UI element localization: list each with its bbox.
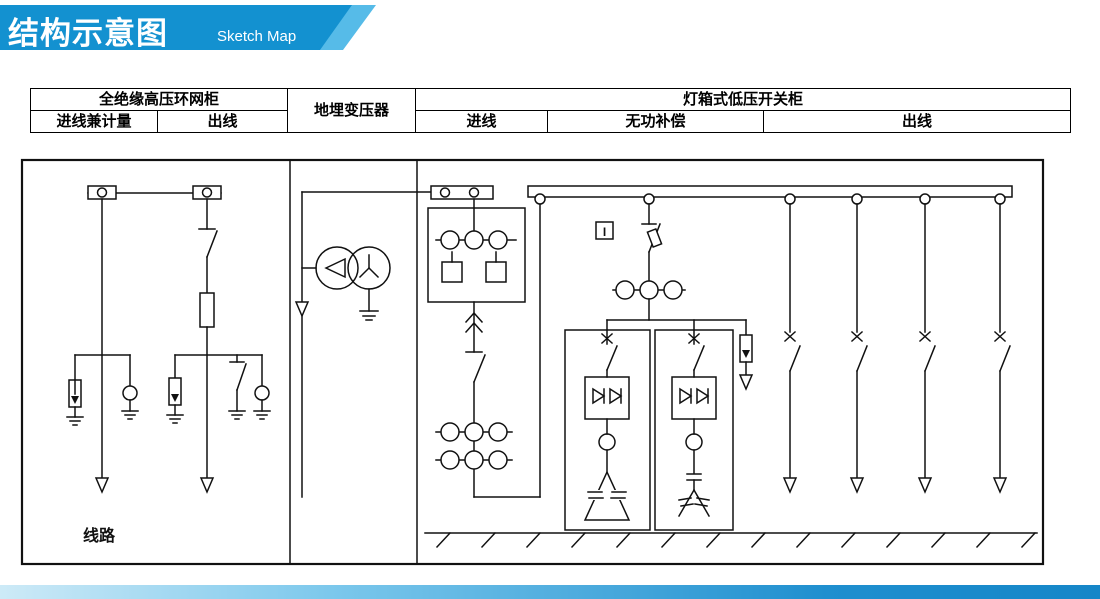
ct-icon <box>440 422 460 442</box>
lv-switchgear <box>424 185 1038 549</box>
switch-blade-icon <box>999 345 1011 372</box>
cable-arrow-icon <box>992 477 1008 494</box>
pt-icon <box>122 385 138 401</box>
table-cell-lv-outgoing: 出线 <box>763 110 1072 133</box>
ct-icon <box>440 450 460 470</box>
cable-arrow-icon <box>294 301 310 318</box>
title-banner: 结构示意图 Sketch Map <box>0 5 420 51</box>
switch-blade-icon <box>606 345 618 371</box>
table-cell-transformer: 地埋变压器 <box>287 88 417 133</box>
ground-icon <box>166 414 184 424</box>
table-cell-hv-incoming-metering: 进线兼计量 <box>30 110 158 133</box>
indicator-box <box>595 221 614 240</box>
thyristor-module-icon <box>584 376 630 420</box>
switch-blade-icon <box>206 230 218 258</box>
table-cell-lv-cabinet: 灯箱式低压开关柜 <box>415 88 1072 111</box>
thyristor-module-icon <box>671 376 717 420</box>
hv-outgoing-feeder <box>166 198 271 494</box>
table-cell-hv-outgoing: 出线 <box>156 110 289 133</box>
fuse-icon <box>199 292 215 328</box>
surge-arrester-icon <box>68 379 82 408</box>
cabinet-header-table: 全绝缘高压环网柜 地埋变压器 灯箱式低压开关柜 进线兼计量 出线 进线 无功补偿… <box>29 88 1072 133</box>
line-label: 线路 <box>83 526 116 545</box>
ground-icon <box>66 416 84 426</box>
table-cell-lv-incoming: 进线 <box>415 110 549 133</box>
switch-blade-icon <box>693 345 705 371</box>
outgoing-feeder <box>992 203 1011 494</box>
switch-blade-icon <box>789 345 801 372</box>
outgoing-feeder <box>849 203 868 494</box>
lv-incoming-metering <box>427 185 541 498</box>
metering-box <box>427 207 526 303</box>
capacitor-bank-wye <box>654 329 734 531</box>
pt-icon <box>254 385 270 401</box>
ct-icon <box>464 230 484 250</box>
cabinet-outline <box>20 158 1045 566</box>
ct-icon <box>488 422 508 442</box>
compensation-feeder <box>564 203 754 531</box>
hv-incoming-feeder <box>66 198 139 494</box>
hv-busbar <box>87 185 222 200</box>
table-row-groups: 全绝缘高压环网柜 地埋变压器 灯箱式低压开关柜 <box>29 88 1072 133</box>
lv-main-busbar <box>527 185 1013 205</box>
capacitor-bank-delta <box>564 329 651 531</box>
ct-icon <box>440 230 460 250</box>
ground-bar <box>424 531 1038 549</box>
ct-icon <box>615 280 635 300</box>
table-cell-hv-cabinet: 全绝缘高压环网柜 <box>29 88 289 111</box>
switch-blade-icon <box>856 345 868 372</box>
ct-icon <box>488 230 508 250</box>
surge-arrester-icon <box>739 334 753 363</box>
contactor-icon <box>685 433 703 451</box>
surge-arrester-icon <box>168 377 182 406</box>
ct-icon <box>488 450 508 470</box>
cable-arrow-icon <box>917 477 933 494</box>
page-title: 结构示意图 <box>8 16 168 51</box>
drawout-contact-icon <box>464 311 484 324</box>
ct-icon <box>464 450 484 470</box>
banner-shape <box>0 5 352 50</box>
cable-arrow-icon <box>738 374 754 391</box>
page-subtitle: Sketch Map <box>217 28 297 45</box>
ground-icon <box>359 310 379 321</box>
switch-blade-icon <box>924 345 936 372</box>
drawout-contact-icon <box>464 321 484 334</box>
meter-icon <box>441 261 463 283</box>
transformer-section <box>294 191 432 498</box>
table-cell-lv-compensation: 无功补偿 <box>547 110 765 133</box>
ground-icon <box>121 410 139 420</box>
outgoing-feeder <box>917 203 936 494</box>
ct-icon <box>663 280 683 300</box>
switch-blade-icon <box>473 354 486 383</box>
cable-arrow-icon <box>94 477 110 494</box>
lv-outgoing-feeders <box>782 203 1011 494</box>
bottom-accent-bar <box>0 585 1100 599</box>
contactor-icon <box>598 433 616 451</box>
indicator-label: I <box>603 225 606 239</box>
ground-icon <box>228 410 246 420</box>
cable-arrow-icon <box>782 477 798 494</box>
transformer-icon <box>315 246 391 290</box>
table-row-functions: 进线兼计量 出线 进线 无功补偿 出线 <box>30 110 1072 133</box>
ground-icon <box>253 410 271 420</box>
switch-blade-icon <box>236 363 247 391</box>
fuse-icon <box>646 227 663 249</box>
ct-icon <box>464 422 484 442</box>
outgoing-feeder <box>782 203 801 494</box>
ct-icon <box>639 280 659 300</box>
cable-arrow-icon <box>849 477 865 494</box>
cable-arrow-icon <box>199 477 215 494</box>
meter-icon <box>485 261 507 283</box>
hv-ring-main-unit <box>66 185 271 494</box>
